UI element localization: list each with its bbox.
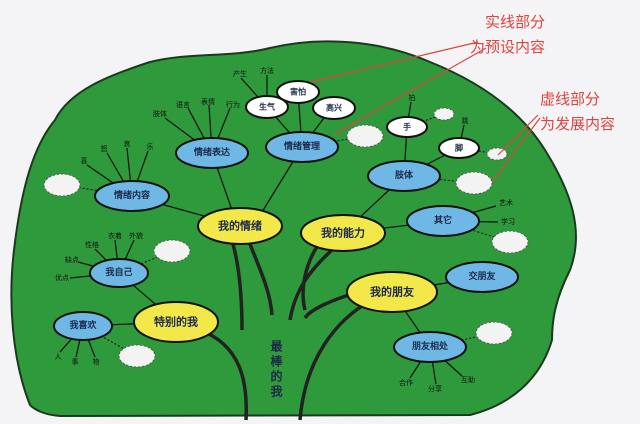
leaf: 喜 [81, 156, 88, 165]
leaf: 互助 [461, 375, 475, 384]
label-emotion-management: 情绪管理 [283, 140, 320, 152]
label-emotion-content: 情绪内容 [113, 189, 150, 201]
leaf: 合作 [399, 378, 413, 387]
leaf: 肢体 [153, 109, 167, 118]
label-afraid: 害怕 [290, 87, 306, 97]
label-get-along: 朋友相处 [411, 340, 449, 352]
leaf: 乐 [147, 142, 154, 151]
label-foot: 脚 [455, 143, 463, 153]
trunk-title: 最棒的我 [269, 340, 283, 400]
leaf: 哀 [124, 139, 131, 148]
leaf: 缺点 [65, 255, 79, 264]
leaf: 外貌 [129, 231, 143, 240]
label-limbs: 肢体 [394, 169, 414, 181]
leaf: 物 [93, 357, 100, 366]
leaf: 事 [72, 357, 79, 366]
node-my-ability [300, 214, 386, 252]
label-emotion-expression: 情绪表达 [193, 146, 230, 158]
label-my-friends: 我的朋友 [370, 285, 414, 299]
label-i-like: 我喜欢 [69, 319, 97, 331]
leaf: 艺术 [499, 198, 513, 207]
label-my-ability: 我的能力 [321, 226, 365, 240]
node-special-me [133, 301, 219, 343]
label-myself: 我自己 [105, 266, 132, 278]
label-make-friends: 交朋友 [468, 270, 495, 282]
annotation-dashed-2: 为发展内容 [540, 115, 615, 133]
leaf: 产生 [233, 69, 247, 78]
leaf: 方法 [260, 66, 274, 75]
leaf: 语言 [176, 100, 190, 109]
leaf: 学习 [501, 217, 515, 226]
leaf: 人 [55, 353, 62, 361]
leaf: 表情 [201, 97, 215, 106]
leaf: 优点 [55, 273, 69, 282]
label-happy: 高兴 [326, 103, 342, 113]
annotation-solid-2: 为预设内容 [470, 38, 545, 56]
leaf: 拍 [409, 93, 416, 102]
node-my-friends [346, 271, 438, 313]
leaf: 怒 [101, 144, 108, 153]
leaf: 行为 [226, 100, 240, 109]
node-my-emotion [197, 207, 283, 245]
label-angry: 生气 [259, 102, 275, 112]
annotation-solid-1: 实线部分 [485, 13, 545, 31]
development-blanks [43, 107, 529, 368]
label-special-me: 特别的我 [154, 315, 198, 329]
annotation-pointers [309, 41, 541, 183]
label-my-emotion: 我的情绪 [218, 219, 262, 233]
label-hand: 手 [403, 122, 411, 132]
leaf: 性格 [85, 240, 99, 249]
leaf-labels: 喜 怒 哀 乐 肢体 语言 表情 行为 产生 方法 拍 跳 艺术 学习 合作 分… [55, 66, 516, 393]
leaf: 分享 [428, 384, 442, 393]
annotation-dashed-1: 虚线部分 [540, 90, 600, 108]
leaf: 衣着 [108, 231, 122, 240]
leaf: 跳 [462, 116, 469, 125]
label-other: 其它 [434, 214, 452, 226]
